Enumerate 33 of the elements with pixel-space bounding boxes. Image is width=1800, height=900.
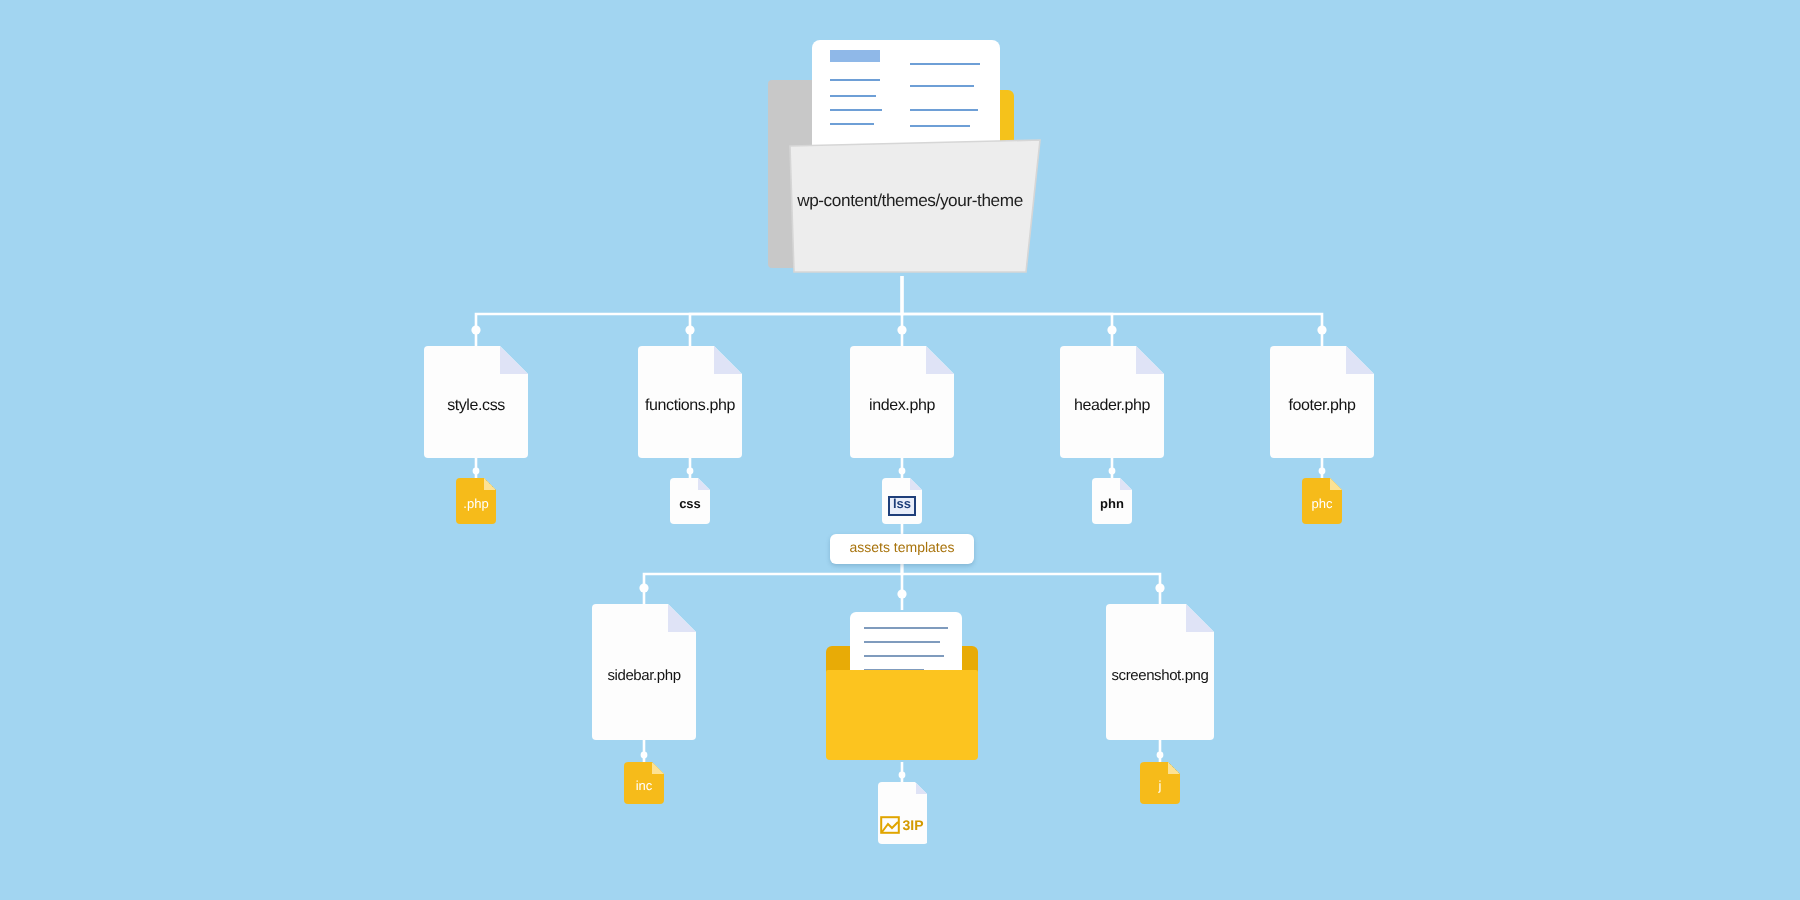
file-card <box>592 604 696 740</box>
tree-connector <box>900 276 1327 346</box>
file-card <box>1106 604 1214 740</box>
file-name: header.php <box>1073 396 1151 416</box>
mini-file <box>624 762 664 804</box>
tree-connector <box>640 740 648 762</box>
tree-connector <box>898 458 906 478</box>
tree-connector <box>686 458 694 478</box>
file-name: footer.php <box>1288 396 1356 416</box>
folder-path: wp-content/themes/your-theme <box>795 190 1025 210</box>
tree-connector <box>472 458 480 478</box>
mini-file <box>877 782 927 844</box>
tree-connector <box>1318 458 1326 478</box>
tree-connector <box>1108 458 1116 478</box>
mini-file <box>1302 478 1342 524</box>
file-card <box>638 346 742 458</box>
tree-connector <box>898 762 906 782</box>
folder-icon <box>824 610 980 762</box>
mini-file <box>456 478 496 524</box>
tree-connector <box>900 564 1165 604</box>
file-name: index.php <box>869 396 935 416</box>
mini-file <box>882 478 922 524</box>
tree-connector <box>1156 740 1164 762</box>
file-card <box>1270 346 1374 458</box>
file-name: functions.php <box>645 396 735 416</box>
mini-file <box>1092 478 1132 524</box>
file-card <box>424 346 528 458</box>
mini-file <box>1140 762 1180 804</box>
section-label <box>830 534 974 564</box>
file-name: style.css <box>447 396 505 416</box>
file-card <box>1060 346 1164 458</box>
file-card <box>850 346 954 458</box>
mini-file <box>670 478 710 524</box>
